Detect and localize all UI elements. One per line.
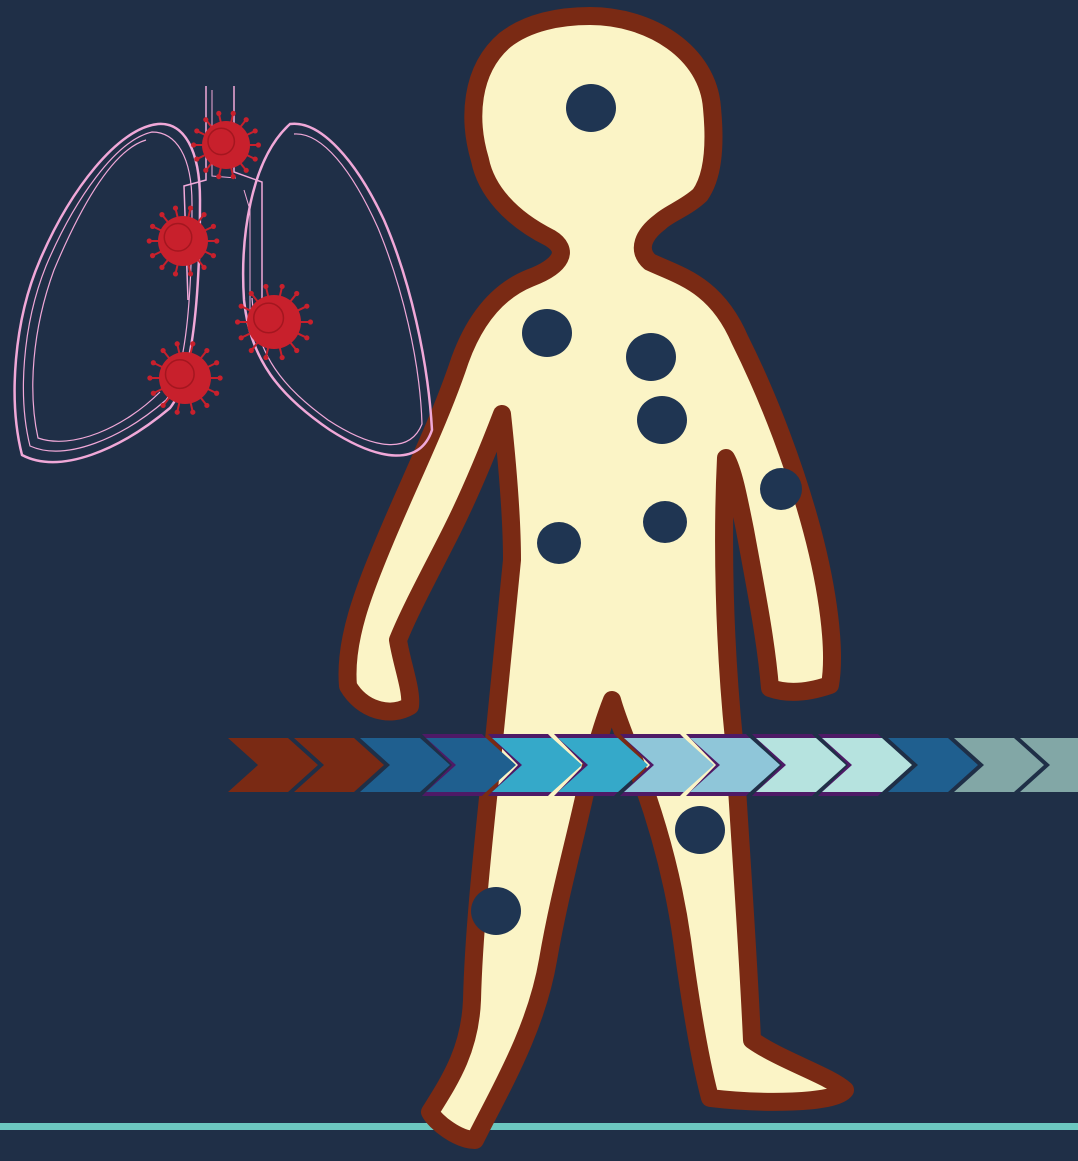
virus-icon — [147, 205, 220, 276]
virus-icon — [191, 111, 261, 179]
right-lung-outline — [243, 124, 432, 456]
virus-group — [147, 111, 313, 415]
virus-icon — [235, 284, 313, 360]
baseline — [0, 1123, 1078, 1130]
child-silhouette-icon — [347, 16, 845, 1140]
chevron-timeline — [228, 734, 1078, 796]
lungs-icon — [15, 86, 432, 462]
spot — [637, 396, 687, 444]
virus-icon — [147, 341, 222, 415]
child-body-outline — [347, 16, 845, 1140]
trachea-outline — [184, 86, 262, 310]
spot — [626, 333, 676, 381]
spot — [760, 468, 802, 510]
spot — [537, 522, 581, 564]
spot — [643, 501, 687, 543]
spot — [566, 84, 616, 132]
spot — [471, 887, 521, 935]
spot — [522, 309, 572, 357]
spot — [675, 806, 725, 854]
left-lung-outline — [15, 124, 200, 462]
